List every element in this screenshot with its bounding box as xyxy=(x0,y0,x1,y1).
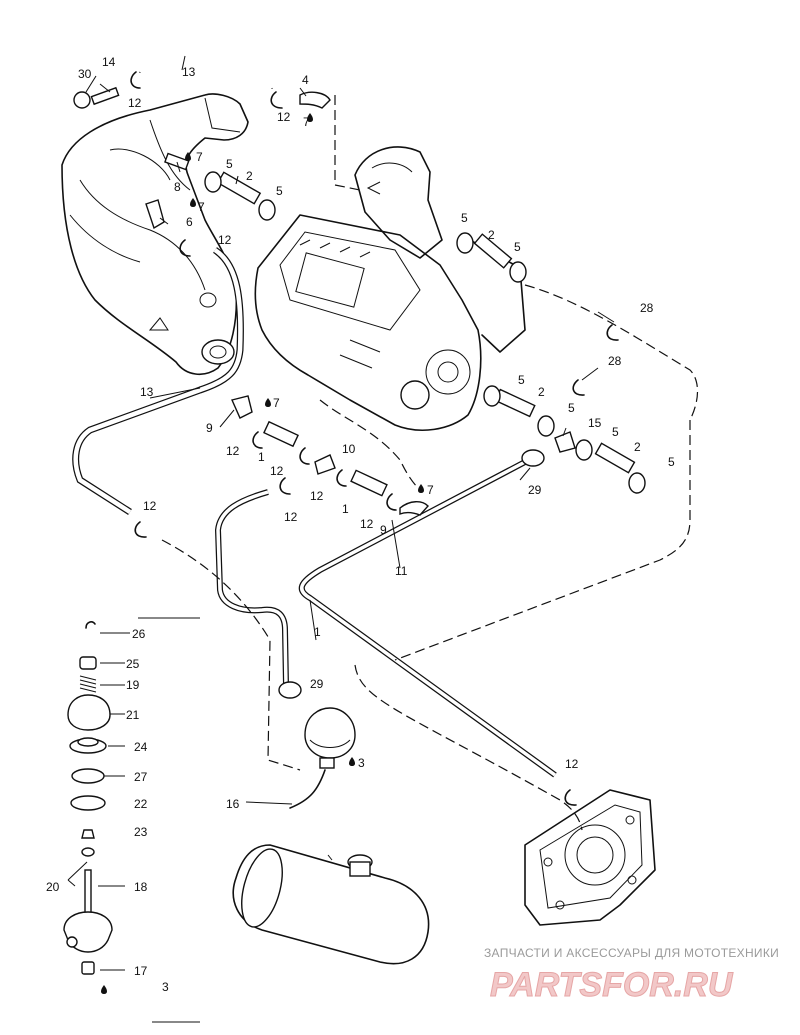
callout-12: 12 xyxy=(226,444,240,458)
callout-18: 18 xyxy=(134,880,148,894)
callout-1: 1 xyxy=(314,625,321,639)
callout-6: 6 xyxy=(186,215,193,229)
callout-15: 15 xyxy=(588,416,602,430)
jet-pump-housing-drawing xyxy=(524,789,656,926)
callout-24: 24 xyxy=(134,740,148,754)
callout-2: 2 xyxy=(488,228,495,242)
callout-14: 14 xyxy=(102,55,116,69)
callout-29: 29 xyxy=(528,483,542,497)
callout-7: 7 xyxy=(273,396,280,410)
callout-13: 13 xyxy=(182,65,196,79)
callout-5: 5 xyxy=(668,455,675,469)
callout-26: 26 xyxy=(132,627,146,641)
callout-2: 2 xyxy=(538,385,545,399)
callout-7: 7 xyxy=(198,200,205,214)
callout-8: 8 xyxy=(174,180,181,194)
callout-30: 30 xyxy=(78,67,92,81)
callout-12: 12 xyxy=(218,233,232,247)
callout-13: 13 xyxy=(140,385,154,399)
callout-28: 28 xyxy=(608,354,622,368)
coolant-tank-drawing xyxy=(289,707,356,809)
callout-5: 5 xyxy=(518,373,525,387)
callout-3: 3 xyxy=(162,980,169,994)
callout-7: 7 xyxy=(427,483,434,497)
callout-5: 5 xyxy=(612,425,619,439)
callout-21: 21 xyxy=(126,708,140,722)
callout-22: 22 xyxy=(134,797,148,811)
watermark: ЗАПЧАСТИ И АКСЕССУАРЫ ДЛЯ МОТОТЕХНИКИ PA… xyxy=(484,946,779,1005)
callout-2: 2 xyxy=(634,440,641,454)
water-box-drawing xyxy=(232,844,430,965)
valve-assembly-drawing xyxy=(63,621,113,994)
watermark-logo: PARTSFOR.RU xyxy=(490,966,734,1004)
hoses xyxy=(72,45,557,778)
callout-12: 12 xyxy=(143,499,157,513)
callout-10: 10 xyxy=(342,442,356,456)
callout-5: 5 xyxy=(514,240,521,254)
fittings xyxy=(73,86,576,516)
callout-12: 12 xyxy=(270,464,284,478)
callout-25: 25 xyxy=(126,657,140,671)
callout-12: 12 xyxy=(565,757,579,771)
sealant-drop-icons xyxy=(185,113,424,766)
callout-2: 2 xyxy=(246,169,253,183)
callout-29: 29 xyxy=(310,677,324,691)
callout-12: 12 xyxy=(360,517,374,531)
callout-4: 4 xyxy=(302,73,309,87)
callout-leaders xyxy=(85,55,615,805)
callout-7: 7 xyxy=(196,150,203,164)
callout-27: 27 xyxy=(134,770,148,784)
callout-9: 9 xyxy=(206,421,213,435)
callout-9: 9 xyxy=(380,523,387,537)
routing-lines xyxy=(161,95,699,831)
callout-12: 12 xyxy=(128,96,142,110)
callout-5: 5 xyxy=(276,184,283,198)
callout-17: 17 xyxy=(134,964,148,978)
watermark-tagline: ЗАПЧАСТИ И АКСЕССУАРЫ ДЛЯ МОТОТЕХНИКИ xyxy=(484,946,779,960)
hose-clamps xyxy=(130,71,646,806)
callout-5: 5 xyxy=(226,157,233,171)
callout-11: 11 xyxy=(395,564,408,578)
callout-3: 3 xyxy=(358,756,365,770)
callout-28: 28 xyxy=(640,301,654,315)
callout-12: 12 xyxy=(284,510,298,524)
callout-5: 5 xyxy=(568,401,575,415)
callout-19: 19 xyxy=(126,678,140,692)
callout-5: 5 xyxy=(461,211,468,225)
callout-labels: 30 14 12 13 4 12 7 7 8 5 2 5 7 6 12 5 2 … xyxy=(46,55,675,994)
callout-23: 23 xyxy=(134,825,148,839)
callout-16: 16 xyxy=(226,797,240,811)
callout-1: 1 xyxy=(258,450,265,464)
callout-1: 1 xyxy=(342,502,349,516)
callout-7: 7 xyxy=(303,115,310,129)
engine-block-drawing xyxy=(254,146,526,431)
callout-12: 12 xyxy=(277,110,291,124)
callout-12: 12 xyxy=(310,489,324,503)
callout-20: 20 xyxy=(46,880,60,894)
